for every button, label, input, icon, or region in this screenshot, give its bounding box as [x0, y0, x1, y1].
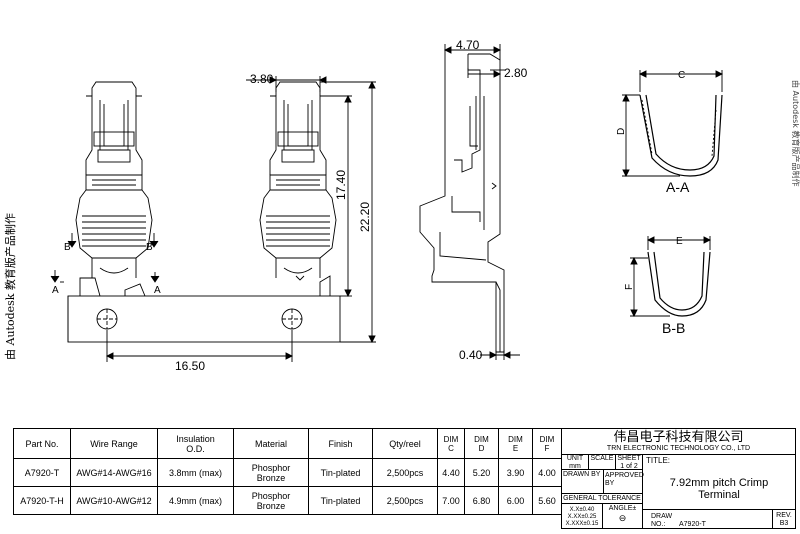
dim-c-marker: C — [678, 70, 685, 81]
drawn-by-box: DRAWN BY — [561, 469, 604, 494]
terminal-right — [259, 81, 337, 281]
scale-box: SCALE — [588, 454, 616, 470]
cell-dim-d: 6.80 — [464, 486, 499, 515]
header-finish: Finish — [308, 428, 373, 459]
header-part-no: Part No. — [13, 428, 71, 459]
dim-2220-label: 22.20 — [358, 202, 372, 232]
side-view — [419, 44, 520, 360]
cell-dim-c: 7.00 — [437, 486, 465, 515]
rev-box: REV.B3 — [772, 509, 796, 529]
dim-1650-label: 16.50 — [175, 359, 205, 373]
cell-part-no: A7920-T-H — [13, 486, 71, 515]
cell-wire-range: AWG#14-AWG#16 — [70, 458, 158, 487]
company-name-en: TRN ELECTRONIC TECHNOLOGY CO., LTD — [606, 445, 751, 452]
section-marker-a-right: A — [154, 285, 161, 296]
table-row: A7920-T-H AWG#10-AWG#12 4.9mm (max) Phos… — [13, 486, 562, 515]
cell-finish: Tin-plated — [308, 486, 373, 515]
title-line-2: Terminal — [698, 489, 740, 501]
header-qty: Qty/reel — [372, 428, 438, 459]
dim-040-label: 0.40 — [459, 348, 483, 362]
header-wire-range: Wire Range — [70, 428, 158, 459]
dim-470-label: 4.70 — [456, 38, 480, 52]
title-line-1: 7.92mm pitch Crimp — [669, 477, 769, 489]
front-view — [50, 76, 376, 362]
dim-d-marker: D — [616, 128, 627, 135]
cell-dim-d: 5.20 — [464, 458, 499, 487]
title-label: TITLE: — [646, 456, 671, 465]
carrier-strip — [67, 295, 341, 343]
cell-part-no: A7920-T — [13, 458, 71, 487]
header-material: Material — [233, 428, 309, 459]
projection-icon: ⊖ — [618, 513, 627, 523]
dim-280-label: 2.80 — [504, 66, 528, 80]
cell-dim-c: 4.40 — [437, 458, 465, 487]
angle-box: ANGLE± ⊖ — [602, 503, 643, 529]
dim-e-marker: E — [676, 236, 683, 247]
draw-number: A7920-T — [679, 521, 706, 528]
company-box: 伟昌电子科技有限公司 TRN ELECTRONIC TECHNOLOGY CO.… — [561, 428, 796, 455]
cell-wire-range: AWG#10-AWG#12 — [70, 486, 158, 515]
draw-no-box: DRAW NO.: A7920-T — [642, 509, 773, 529]
cell-insulation: 4.9mm (max) — [157, 486, 234, 515]
cell-insulation: 3.8mm (max) — [157, 458, 234, 487]
title-box: TITLE: 7.92mm pitch Crimp Terminal — [642, 454, 796, 510]
section-bb-label: B-B — [662, 320, 685, 336]
terminal-left — [75, 81, 153, 278]
dim-380-label: 3.80 — [250, 72, 274, 86]
cell-dim-e: 3.90 — [498, 458, 533, 487]
autodesk-watermark-right: 由 Autodesk 教育版产品制作 — [791, 80, 800, 186]
company-name-cn: 伟昌电子科技有限公司 — [613, 430, 744, 445]
cell-dim-e: 6.00 — [498, 486, 533, 515]
cell-finish: Tin-plated — [308, 458, 373, 487]
cell-dim-f: 4.00 — [532, 458, 562, 487]
section-a-a — [622, 70, 724, 178]
autodesk-watermark: 由 Autodesk 教育版产品制作 — [3, 213, 17, 360]
section-marker-a-left: A — [52, 285, 59, 296]
section-marker-b-right: B — [146, 242, 153, 253]
section-b-b — [630, 236, 712, 318]
table-row: A7920-T AWG#14-AWG#16 3.8mm (max) Phosph… — [13, 458, 562, 487]
section-marker-b-left: B — [64, 242, 71, 253]
cell-qty: 2,500pcs — [372, 458, 438, 487]
cell-qty: 2,500pcs — [372, 486, 438, 515]
section-aa-label: A-A — [666, 179, 690, 195]
cell-dim-f: 5.60 — [532, 486, 562, 515]
dim-1740-label: 17.40 — [334, 170, 348, 200]
dim-f-marker: F — [624, 284, 635, 290]
